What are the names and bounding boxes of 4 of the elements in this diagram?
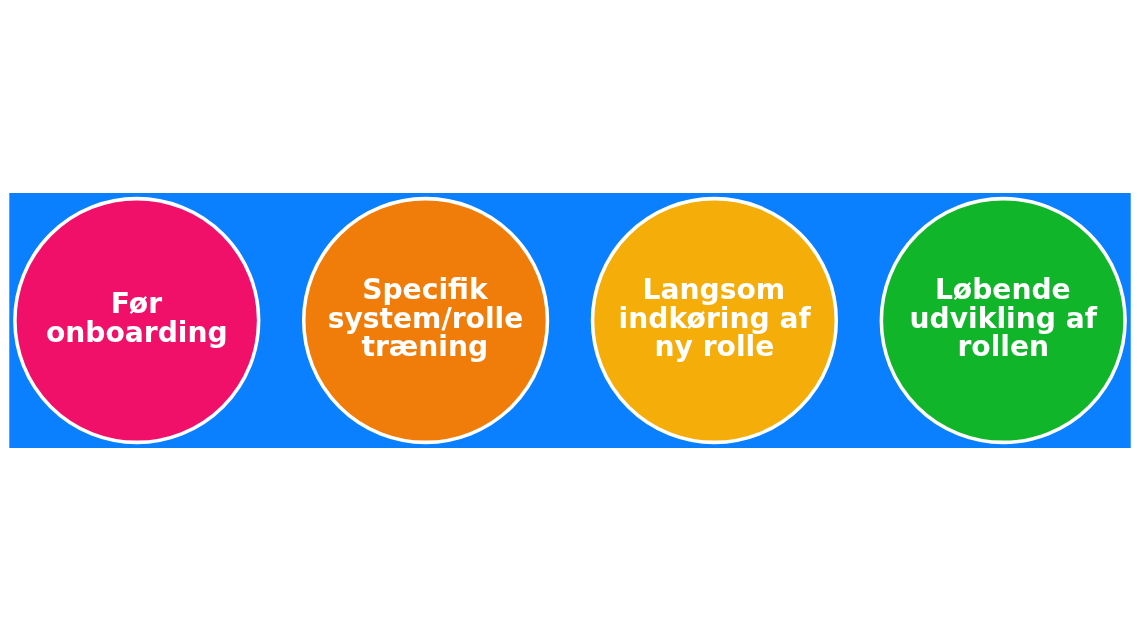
node-circle: Langsom indkøring af ny rolle [590,196,839,445]
node-circle: Løbende udvikling af rollen [879,196,1127,445]
node-circle: Før onboarding [13,196,261,445]
node-circle: Specifik system/rolle træning [301,196,550,445]
